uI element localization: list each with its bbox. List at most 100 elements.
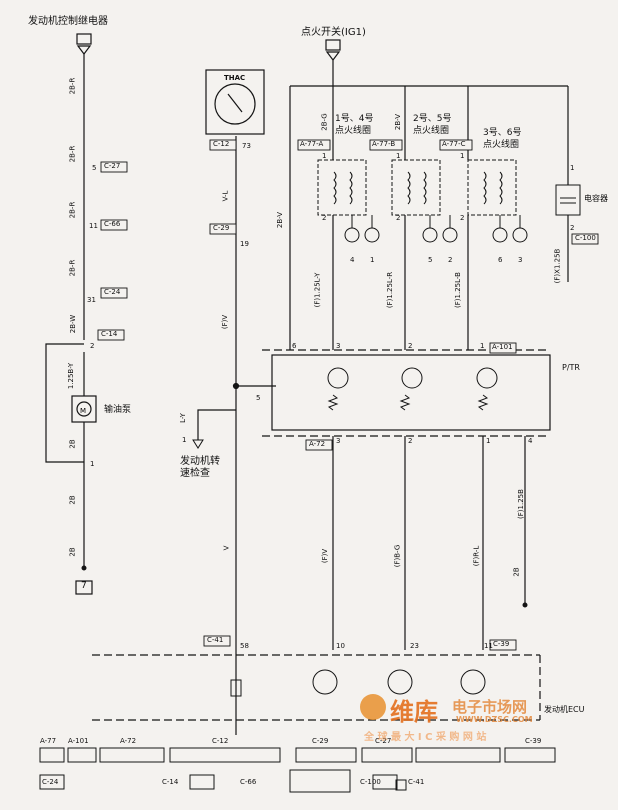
wire-label-2br-b: 2B-R	[68, 145, 77, 163]
pin-19: 19	[240, 240, 249, 248]
conn-c27: C-27	[104, 162, 121, 170]
bottom-conn-6: C-27	[375, 737, 392, 745]
coil14-winding2-icon	[349, 171, 353, 205]
spark-plug-4-icon	[344, 227, 360, 243]
ground-end-icon	[81, 565, 87, 571]
coil36-winding2-icon	[499, 171, 503, 205]
wire-pump-bypass	[45, 343, 84, 463]
spark-plug-3-icon	[512, 227, 528, 243]
bottom-conn-2: A-101	[68, 737, 89, 745]
pin-3-bot: 3	[336, 437, 341, 445]
ecu-resistor-icon	[230, 679, 242, 697]
wire-label-fv-a: (F)V	[221, 314, 230, 330]
pin-1: 1	[90, 460, 95, 468]
ptr-resistor-3-icon	[477, 394, 489, 411]
coil14-box	[317, 159, 367, 216]
pin-1-tach: 1	[182, 436, 187, 444]
pin-11: 11	[89, 222, 98, 230]
plug-5-label: 5	[428, 256, 433, 264]
wire-label-2br-c: 2B-R	[68, 201, 77, 219]
ecu-transistor-3-icon	[460, 669, 486, 695]
wire-label-2bv-a: 2B-V	[394, 113, 403, 131]
plug-4-label: 4	[350, 256, 355, 264]
wire-label-125b: (F)1.25L-B	[453, 272, 462, 308]
coil14-pin2: 2	[322, 214, 327, 222]
pin-1-top: 1	[480, 342, 485, 350]
coil25-pin1: 1	[396, 152, 401, 160]
bottom-conn-1: A-77	[40, 737, 57, 745]
plug-1-label: 1	[370, 256, 375, 264]
conn-c14: C-14	[101, 330, 118, 338]
ig-arrow-icon	[325, 51, 341, 61]
bottom-conn-12: C-41	[408, 778, 425, 786]
spark-plug-2-icon	[442, 227, 458, 243]
wire-label-x125b: (F)X1.25B	[553, 248, 562, 284]
ptr-resistor-2-icon	[399, 394, 411, 411]
watermark-url: WWW.DZSC.COM	[456, 715, 533, 724]
pin-2-bot: 2	[408, 437, 413, 445]
plug-6-label: 6	[498, 256, 503, 264]
fuel-pump-motor-icon	[76, 401, 92, 417]
fuel-pump-m: M	[80, 407, 86, 415]
bottom-conn-10: C-66	[240, 778, 257, 786]
conn-a72: A-72	[309, 440, 326, 448]
conn-a77c: A-77-C	[442, 140, 466, 148]
conn-a77a: A-77-A	[300, 140, 324, 148]
plug-2-label: 2	[448, 256, 453, 264]
capacitor-box	[555, 184, 581, 216]
pin-58: 58	[240, 642, 249, 650]
ecu-transistor-1-icon	[312, 669, 338, 695]
tach-check-connector-icon	[192, 439, 204, 449]
engine-relay-label: 发动机控制继电器	[28, 16, 108, 27]
bottom-conn-3: A-72	[120, 737, 137, 745]
pin-6: 6	[292, 342, 297, 350]
ignition-switch-label: 点火开关(IG1)	[301, 27, 366, 38]
watermark-logo-icon	[360, 694, 386, 720]
wire-label-2br-a: 2B-R	[68, 77, 77, 95]
wire-label-f125b: (F)1.25B	[516, 489, 525, 519]
coil25-pin2: 2	[396, 214, 401, 222]
wire-label-fv-b: (F)V	[321, 548, 330, 564]
conn-c12: C-12	[213, 140, 230, 148]
wire-label-ly: L-Y	[178, 413, 187, 423]
conn-c29: C-29	[213, 224, 230, 232]
bottom-conn-5: C-29	[312, 737, 329, 745]
relay-terminal	[76, 33, 92, 45]
wire-label-2b-c: 2B	[68, 547, 77, 557]
coil14-pin1: 1	[322, 152, 327, 160]
pin-2: 2	[90, 342, 95, 350]
pin-5-ptr: 5	[256, 394, 261, 402]
wire-label-2b-d: 2B	[512, 567, 521, 577]
coil36-label: 3号、6号 点火线圈	[483, 128, 522, 150]
conn-c41: C-41	[207, 636, 224, 644]
relay-arrow-icon	[76, 45, 92, 55]
pin-1-cap: 1	[570, 164, 575, 172]
pin-3-top: 3	[336, 342, 341, 350]
watermark-slogan: 全 球 最 大 I C 采 购 网 站	[364, 732, 487, 743]
capacitor-label: 电容器	[584, 194, 608, 203]
conn-c24: C-24	[104, 288, 121, 296]
wire-label-2br-d: 2B-R	[68, 259, 77, 277]
pin-73: 73	[242, 142, 251, 150]
wire-label-2bg: 2B-G	[320, 113, 329, 131]
coil36-pin2: 2	[460, 214, 465, 222]
pin-1-bot: 1	[486, 437, 491, 445]
ptr-transistor-3-icon	[476, 367, 498, 389]
ecu-transistor-2-icon	[387, 669, 413, 695]
pin-4-bot: 4	[528, 437, 533, 445]
wire-label-v: V	[222, 545, 231, 551]
thac-needle	[227, 93, 243, 113]
wire-label-frl: (F)R-L	[472, 545, 481, 567]
thac-gauge-icon	[214, 83, 256, 125]
coil36-winding-icon	[483, 171, 487, 205]
coil14-label: 1号、4号 点火线圈	[335, 114, 374, 136]
fuel-pump-label: 输油泵	[104, 405, 132, 415]
conn-c66: C-66	[104, 220, 121, 228]
conn-c39: C-39	[493, 640, 510, 648]
ptr-transistor-2-icon	[401, 367, 423, 389]
conn-a77b: A-77-B	[372, 140, 396, 148]
ground-ref-label: 7	[81, 581, 87, 591]
pin-2-top: 2	[408, 342, 413, 350]
bottom-conn-9: C-14	[162, 778, 179, 786]
